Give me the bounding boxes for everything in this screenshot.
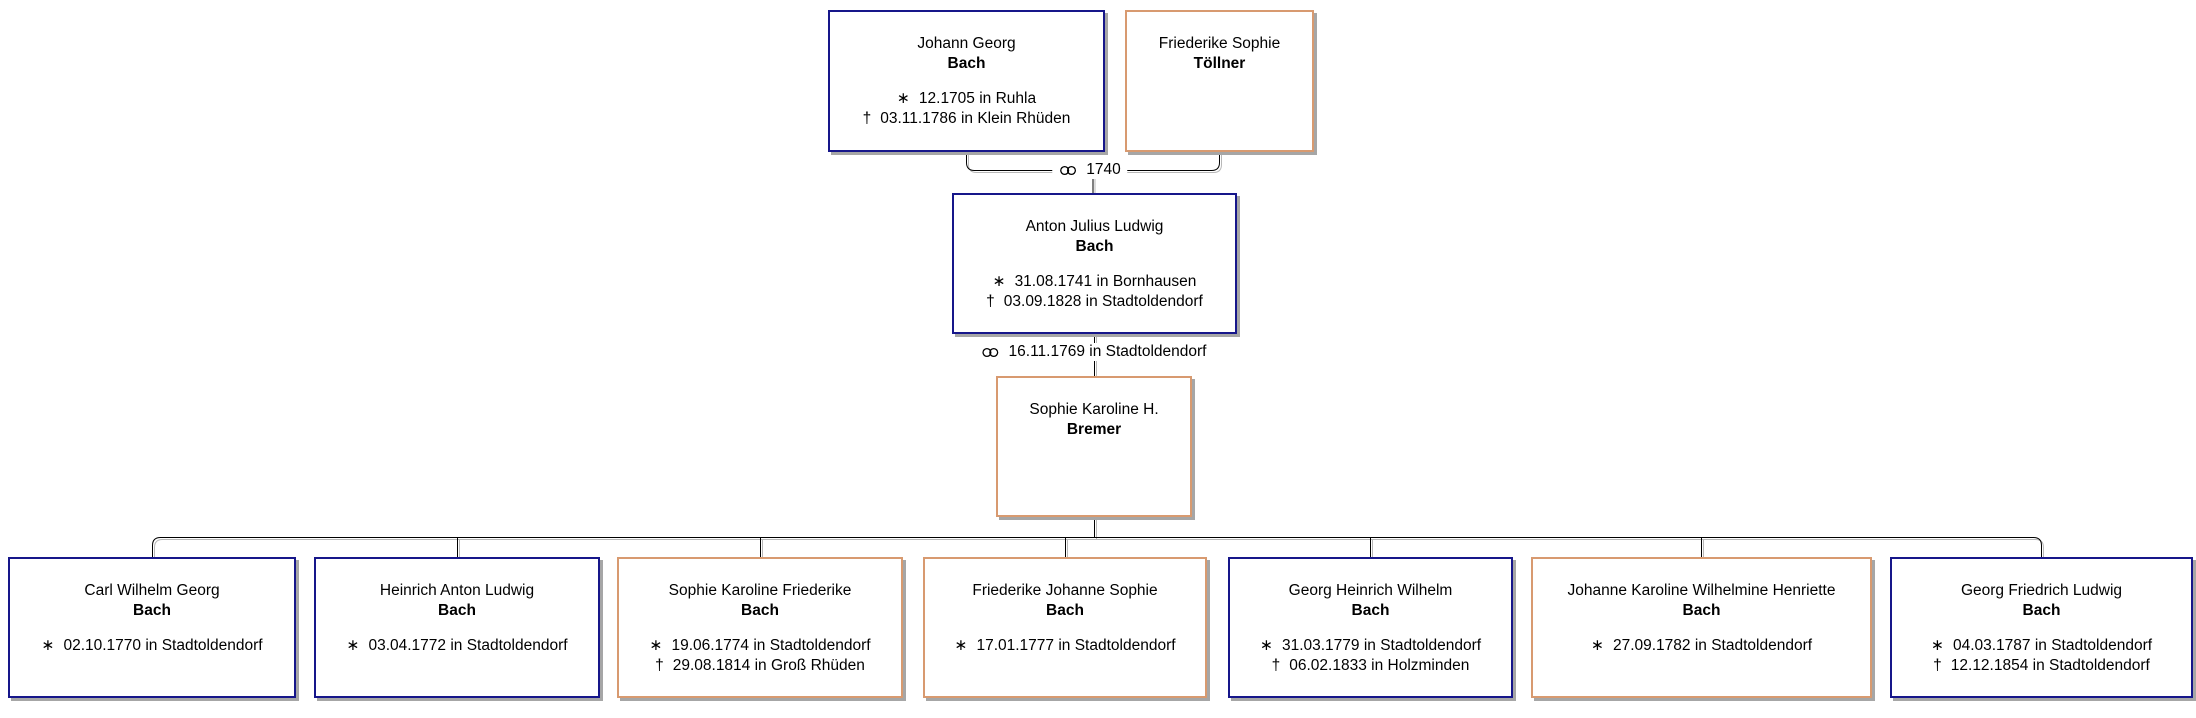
birth-value: 02.10.1770 in Stadtoldendorf	[63, 637, 263, 654]
spacer	[998, 440, 1190, 455]
born-icon: ∗	[896, 90, 910, 107]
died-icon: †	[862, 110, 872, 127]
born-icon: ∗	[992, 273, 1006, 290]
given-name: Carl Wilhelm Georg	[84, 582, 220, 599]
death-row: † 12.12.1854 in Stadtoldendorf	[1892, 656, 2191, 676]
surname: Bach	[741, 602, 779, 619]
given-name: Johanne Karoline Wilhelmine Henriette	[1567, 582, 1836, 599]
death-row: † 03.09.1828 in Stadtoldendorf	[954, 292, 1235, 312]
born-icon: ∗	[346, 637, 360, 654]
surname: Bach	[1046, 602, 1084, 619]
person-box-heinrich-anton-ludwig-bach[interactable]: Heinrich Anton Ludwig Bach ∗ 03.04.1772 i…	[314, 557, 600, 698]
died-icon: †	[1271, 657, 1281, 674]
spacer	[1230, 621, 1511, 636]
given-name: Georg Heinrich Wilhelm	[1288, 582, 1453, 599]
died-icon: †	[655, 657, 664, 674]
given-name: Heinrich Anton Ludwig	[379, 582, 535, 599]
person-box-sophie-karoline-bremer[interactable]: Sophie Karoline H. Bremer	[996, 376, 1192, 517]
surname: Bach	[1351, 602, 1390, 619]
person-box-friederike-sophie-toellner[interactable]: Friederike Sophie Töllner	[1125, 10, 1314, 152]
surname: Bach	[2022, 602, 2061, 619]
surname: Bach	[133, 602, 171, 619]
birth-value: 27.09.1782 in Stadtoldendorf	[1612, 637, 1813, 654]
death-value: 29.08.1814 in Groß Rhüden	[672, 657, 865, 674]
born-icon: ∗	[1590, 637, 1604, 654]
birth-value: 03.04.1772 in Stadtoldendorf	[368, 637, 568, 654]
person-box-sophie-karoline-friederike-bach[interactable]: Sophie Karoline Friederike Bach ∗ 19.06.1…	[617, 557, 903, 698]
spacer	[619, 621, 901, 636]
spacer	[954, 257, 1235, 272]
birth-value: 04.03.1787 in Stadtoldendorf	[1952, 637, 2153, 654]
marriage-label-1740: 1740	[1052, 161, 1128, 179]
surname: Bach	[1075, 238, 1114, 255]
birth-value: 31.08.1741 in Bornhausen	[1014, 273, 1197, 290]
surname: Bach	[438, 602, 476, 619]
died-icon: †	[1933, 657, 1942, 674]
spacer	[830, 74, 1103, 89]
death-row: † 06.02.1833 in Holzminden	[1230, 656, 1511, 676]
person-box-johann-georg-bach[interactable]: Johann Georg Bach ∗ 12.1705 in Ruhla † 03.…	[828, 10, 1105, 152]
death-value: 03.09.1828 in Stadtoldendorf	[1003, 293, 1203, 310]
marriage-date: 16.11.1769 in Stadtoldendorf	[1008, 343, 1207, 360]
birth-row: ∗ 03.04.1772 in Stadtoldendorf	[316, 636, 598, 656]
birth-row: ∗ 17.01.1777 in Stadtoldendorf	[925, 636, 1205, 656]
marriage-date: 1740	[1086, 161, 1121, 178]
given-name: Sophie Karoline Friederike	[668, 582, 852, 599]
surname: Bach	[1682, 602, 1721, 619]
birth-row: ∗ 19.06.1774 in Stadtoldendorf	[619, 636, 901, 656]
death-value: 12.12.1854 in Stadtoldendorf	[1950, 657, 2150, 674]
birth-value: 19.06.1774 in Stadtoldendorf	[671, 637, 871, 654]
surname: Bremer	[1066, 421, 1122, 438]
death-value: 06.02.1833 in Holzminden	[1289, 657, 1470, 674]
death-row: † 29.08.1814 in Groß Rhüden	[619, 656, 901, 676]
birth-row: ∗ 12.1705 in Ruhla	[830, 89, 1103, 109]
born-icon: ∗	[649, 637, 663, 654]
marriage-rings-icon	[982, 347, 999, 357]
given-name: Friederike Sophie	[1158, 35, 1281, 52]
birth-value: 31.03.1779 in Stadtoldendorf	[1281, 637, 1482, 654]
spacer	[1127, 74, 1312, 89]
born-icon: ∗	[41, 637, 55, 654]
spacer	[10, 621, 294, 636]
person-box-carl-wilhelm-georg-bach[interactable]: Carl Wilhelm Georg Bach ∗ 02.10.1770 in S…	[8, 557, 296, 698]
given-name: Friederike Johanne Sophie	[972, 582, 1158, 599]
born-icon: ∗	[954, 637, 968, 654]
birth-row: ∗ 31.08.1741 in Bornhausen	[954, 272, 1235, 292]
birth-row: ∗ 31.03.1779 in Stadtoldendorf	[1230, 636, 1511, 656]
death-row: † 03.11.1786 in Klein Rhüden	[830, 109, 1103, 129]
given-name: Johann Georg	[917, 35, 1016, 52]
marriage-label-1769: 16.11.1769 in Stadtoldendorf	[974, 343, 1214, 361]
death-value: 03.11.1786 in Klein Rhüden	[880, 110, 1071, 127]
surname: Bach	[947, 55, 986, 72]
birth-value: 17.01.1777 in Stadtoldendorf	[976, 637, 1176, 654]
person-box-georg-heinrich-wilhelm-bach[interactable]: Georg Heinrich Wilhelm Bach ∗ 31.03.1779 …	[1228, 557, 1513, 698]
given-name: Anton Julius Ludwig	[1025, 218, 1164, 235]
birth-row: ∗ 27.09.1782 in Stadtoldendorf	[1533, 636, 1870, 656]
spacer	[1892, 621, 2191, 636]
marriage-rings-icon	[1060, 165, 1077, 175]
died-icon: †	[986, 293, 995, 310]
person-box-johanne-karoline-wilhelmine-henriette-bach[interactable]: Johanne Karoline Wilhelmine Henriette Ba…	[1531, 557, 1872, 698]
person-box-georg-friedrich-ludwig-bach[interactable]: Georg Friedrich Ludwig Bach ∗ 04.03.1787 …	[1890, 557, 2193, 698]
spacer	[1533, 621, 1870, 636]
spacer	[925, 621, 1205, 636]
birth-row: ∗ 04.03.1787 in Stadtoldendorf	[1892, 636, 2191, 656]
given-name: Georg Friedrich Ludwig	[1960, 582, 2123, 599]
born-icon: ∗	[1930, 637, 1944, 654]
spacer	[316, 621, 598, 636]
birth-value: 12.1705 in Ruhla	[918, 90, 1037, 107]
person-box-anton-julius-ludwig-bach[interactable]: Anton Julius Ludwig Bach ∗ 31.08.1741 in …	[952, 193, 1237, 334]
person-box-friederike-johanne-sophie-bach[interactable]: Friederike Johanne Sophie Bach ∗ 17.01.17…	[923, 557, 1207, 698]
given-name: Sophie Karoline H.	[1029, 401, 1159, 418]
born-icon: ∗	[1259, 637, 1273, 654]
birth-row: ∗ 02.10.1770 in Stadtoldendorf	[10, 636, 294, 656]
surname: Töllner	[1193, 55, 1246, 72]
